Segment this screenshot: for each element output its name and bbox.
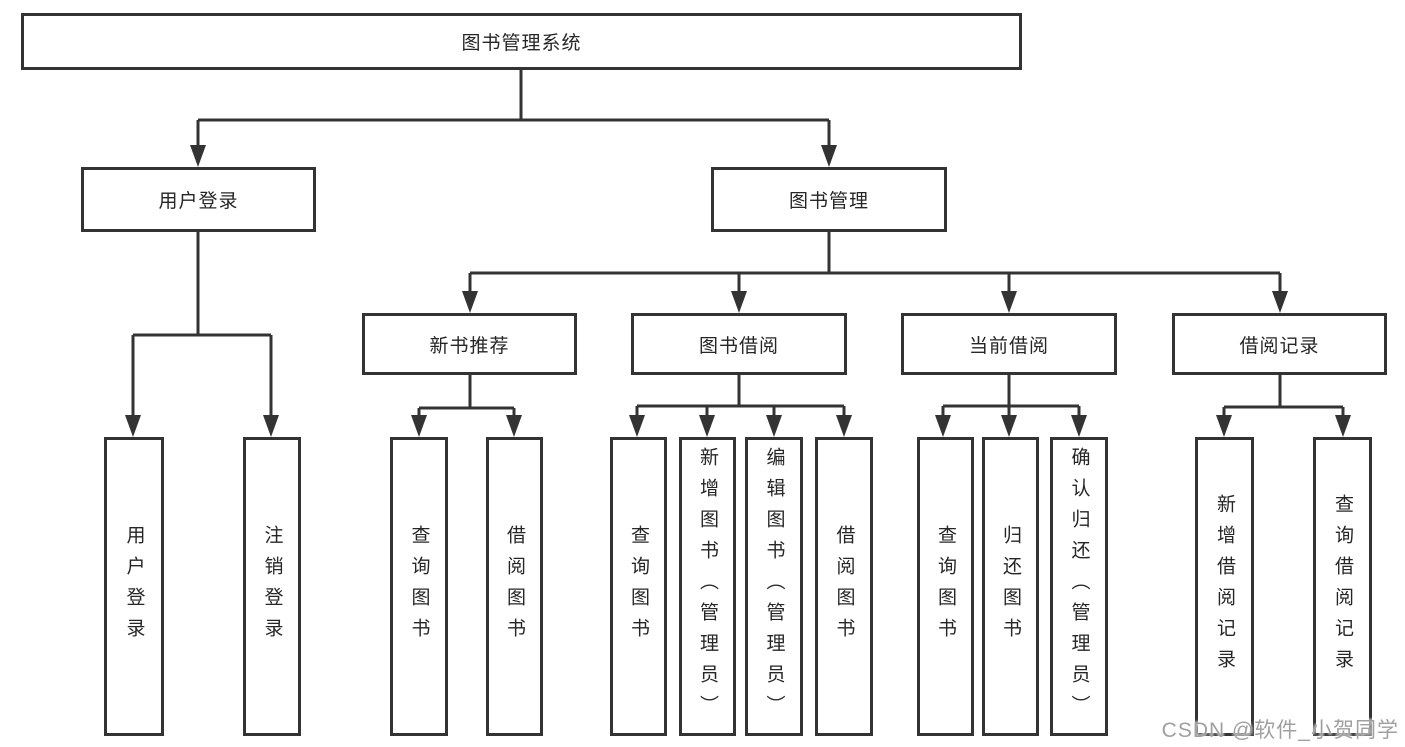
node-user-login: 用户登录 bbox=[81, 167, 316, 232]
leaf-current-query-books: 查询图书 bbox=[917, 437, 974, 736]
leaf-current-confirm-return-admin: 确认归还（管理员） bbox=[1050, 437, 1108, 736]
csdn-watermark: CSDN @软件_小贺同学 bbox=[1161, 719, 1399, 742]
arrow-down-icon bbox=[506, 415, 522, 437]
leaf-borrow-borrow-books: 借阅图书 bbox=[815, 437, 873, 736]
leaf-current-return-books: 归还图书 bbox=[982, 437, 1039, 736]
leaf-user-login: 用户登录 bbox=[104, 437, 164, 736]
arrow-down-icon bbox=[766, 415, 782, 437]
arrow-down-icon bbox=[263, 415, 279, 437]
leaf-newbook-borrow-books: 借阅图书 bbox=[486, 437, 543, 736]
arrow-down-icon bbox=[1272, 291, 1288, 313]
leaf-borrow-query-books: 查询图书 bbox=[610, 437, 667, 736]
arrow-down-icon bbox=[1216, 415, 1232, 437]
node-new-book-recommend: 新书推荐 bbox=[362, 313, 577, 375]
connector-userlogin-to-leaves bbox=[131, 232, 273, 417]
connector-records-to-leaves bbox=[1222, 375, 1345, 417]
arrow-down-icon bbox=[935, 415, 951, 437]
arrow-down-icon bbox=[1335, 415, 1351, 437]
connector-bookborrow-to-leaves bbox=[635, 375, 846, 417]
arrow-down-icon bbox=[731, 291, 747, 313]
arrow-down-icon bbox=[1001, 415, 1017, 437]
connector-newbooks-to-leaves bbox=[417, 375, 516, 417]
arrow-down-icon bbox=[1071, 415, 1087, 437]
leaf-borrow-edit-books-admin: 编辑图书（管理员） bbox=[745, 437, 803, 736]
node-book-borrowing: 图书借阅 bbox=[631, 313, 847, 375]
arrow-down-icon bbox=[462, 291, 478, 313]
connector-bookmgmt-to-level3 bbox=[468, 232, 1282, 293]
node-borrow-records: 借阅记录 bbox=[1172, 313, 1387, 375]
leaf-records-query-record: 查询借阅记录 bbox=[1313, 437, 1372, 736]
leaf-newbook-query-books: 查询图书 bbox=[390, 437, 448, 736]
node-root-library-system: 图书管理系统 bbox=[21, 13, 1022, 70]
arrow-down-icon bbox=[821, 145, 837, 167]
arrow-down-icon bbox=[1001, 291, 1017, 313]
arrow-down-icon bbox=[836, 415, 852, 437]
leaf-borrow-add-books-admin: 新增图书（管理员） bbox=[679, 437, 736, 736]
arrow-down-icon bbox=[190, 145, 206, 167]
connector-currentborrow-to-leaves bbox=[941, 375, 1081, 417]
connector-root-to-level2 bbox=[196, 70, 831, 147]
arrow-down-icon bbox=[699, 415, 715, 437]
arrow-down-icon bbox=[629, 415, 645, 437]
arrow-down-icon bbox=[411, 415, 427, 437]
arrow-down-icon bbox=[125, 415, 141, 437]
leaf-logout: 注销登录 bbox=[243, 437, 301, 736]
node-current-borrowing: 当前借阅 bbox=[901, 313, 1117, 375]
leaf-records-add-record: 新增借阅记录 bbox=[1195, 437, 1254, 736]
arrowheads bbox=[125, 145, 1351, 437]
node-book-management: 图书管理 bbox=[711, 167, 947, 232]
